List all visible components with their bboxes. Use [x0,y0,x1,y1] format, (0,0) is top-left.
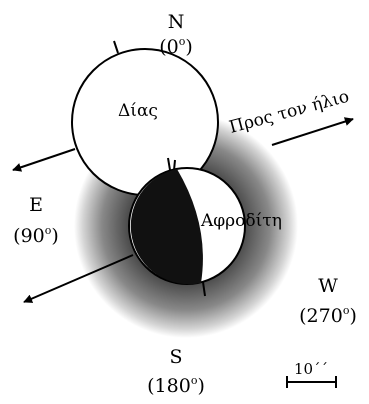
jupiter-label: Δίας [118,101,158,121]
venus-label: Αφροδίτη [200,211,282,231]
south-letter: S [169,346,182,368]
jupiter-motion-arrow [12,148,76,172]
jupiter-north-tick [113,40,119,54]
west-degrees: (270o) [299,304,357,327]
scale-bar [286,376,337,388]
north-degrees: (0o) [159,35,193,58]
south-degrees: (180o) [147,374,205,397]
venus-motion-arrow [23,254,134,303]
venus-south-tick [202,281,206,297]
sun-direction-label: Προς τον ήλιο [227,87,351,138]
north-letter: N [168,11,185,33]
venus-north-tick [167,157,171,171]
east-letter: E [29,194,43,216]
sun-direction-arrow [271,117,354,146]
east-degrees: (90o) [13,224,59,247]
venus-disc [128,157,246,297]
venus-dark-side [130,169,203,285]
west-letter: W [318,275,338,297]
scale-label: 10´´ [294,360,328,378]
